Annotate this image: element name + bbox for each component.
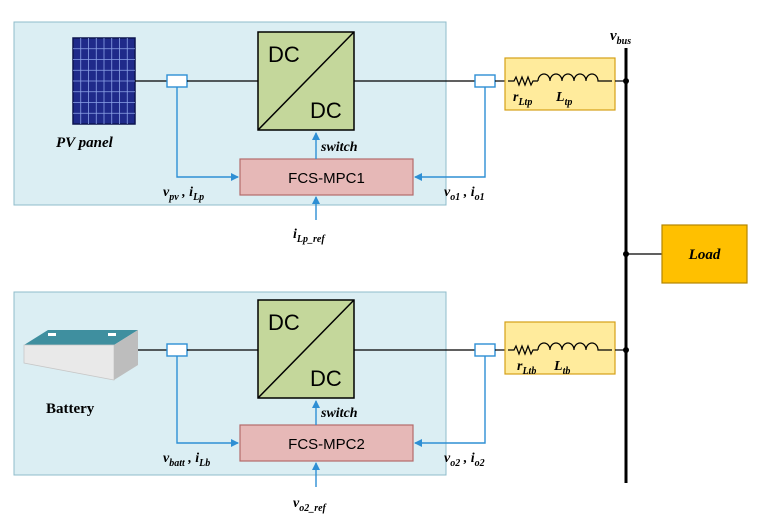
pv-dcdc-converter: DC DC xyxy=(257,31,355,131)
pv-switch-label: switch xyxy=(320,140,358,155)
battery-switch-label: switch xyxy=(320,406,358,421)
pv-input-feedback-line xyxy=(176,87,239,181)
pv-out-v-base: v xyxy=(444,185,451,200)
battery-mpc-label: FCS-MPC2 xyxy=(288,436,365,453)
load-label: Load xyxy=(688,247,721,263)
pv-mpc-label: FCS-MPC1 xyxy=(288,170,365,187)
battery-out-v-base: v xyxy=(444,451,451,466)
pv-input-sensor xyxy=(166,74,188,88)
pv-filter-inductor-icon xyxy=(537,73,612,82)
bus-label-base: v xyxy=(610,28,617,44)
load-bus-node xyxy=(623,251,629,257)
pv-in-i-sub: Lp xyxy=(192,192,204,203)
svg-text:vo2_ref: vo2_ref xyxy=(293,496,328,514)
pv-out-i-base: i xyxy=(471,185,475,200)
battery-out-v-sub: o2 xyxy=(450,458,460,469)
battery-icon xyxy=(23,330,138,381)
svg-text:vo2 , io2: vo2 , io2 xyxy=(444,451,485,469)
pv-filter-r-sub: Ltp xyxy=(517,97,532,108)
pv-filter-l-sub: tp xyxy=(565,97,573,108)
battery-output-filter: rLtb Ltb xyxy=(504,321,616,377)
battery-filter-l-sub: tb xyxy=(563,366,571,377)
battery-input-sensor xyxy=(166,343,188,357)
pv-mpc-controller xyxy=(239,158,414,196)
svg-text:rLtp: rLtp xyxy=(513,90,532,108)
battery-filter-inductor-icon xyxy=(537,342,612,351)
battery-dcdc-converter: DC DC xyxy=(257,299,355,399)
battery-in-v-base: v xyxy=(163,451,170,466)
pv-out-v-sub: o1 xyxy=(450,192,460,203)
svg-text:Ltp: Ltp xyxy=(555,90,572,108)
battery-ref-sub: o2_ref xyxy=(299,503,327,514)
pv-filter-r-base: r xyxy=(513,90,519,105)
pv-converter-bottom-label: DC xyxy=(310,98,342,123)
pv-converter-top-label: DC xyxy=(268,42,300,67)
svg-text:vpv , iLp: vpv , iLp xyxy=(163,185,204,203)
battery-input-feedback-line xyxy=(176,356,239,447)
bus-label-sub: bus xyxy=(617,36,632,47)
battery-filter-r-sub: Ltb xyxy=(521,366,536,377)
battery-converter-top-label: DC xyxy=(268,310,300,335)
battery-out-i-base: i xyxy=(471,451,475,466)
battery-in-i-sub: Lb xyxy=(198,458,210,469)
pv-output-filter: rLtp Ltp xyxy=(504,57,616,111)
pv-out-i-sub: o1 xyxy=(475,192,485,203)
battery-mpc-controller xyxy=(239,424,414,462)
load-box xyxy=(661,224,748,284)
battery-output-feedback-line xyxy=(414,356,486,447)
battery-out-i-sub: o2 xyxy=(475,458,485,469)
svg-text:vo1 , io1: vo1 , io1 xyxy=(444,185,485,203)
battery-in-v-sub: batt xyxy=(169,458,186,469)
pv-filter-resistor-icon xyxy=(508,75,538,87)
pv-ref-sub: Lp_ref xyxy=(296,234,326,245)
battery-filter-l-base: L xyxy=(553,359,563,374)
pv-panel-label: PV panel xyxy=(56,135,114,151)
svg-text:Ltb: Ltb xyxy=(553,359,570,377)
svg-text:vbatt , iLb: vbatt , iLb xyxy=(163,451,210,469)
battery-ref-base: v xyxy=(293,496,300,511)
pv-output-sensor xyxy=(474,74,496,88)
battery-label: Battery xyxy=(46,401,95,417)
pv-filter-l-base: L xyxy=(555,90,565,105)
battery-converter-bottom-label: DC xyxy=(310,366,342,391)
pv-in-v-sub: pv xyxy=(168,192,179,203)
battery-filter-r-base: r xyxy=(517,359,523,374)
pv-in-v-base: v xyxy=(163,185,170,200)
battery-output-sensor xyxy=(474,343,496,357)
pv-ref-base: i xyxy=(293,227,297,242)
battery-in-i-base: i xyxy=(195,451,199,466)
battery-filter-resistor-icon xyxy=(508,344,538,356)
svg-text:iLp_ref: iLp_ref xyxy=(293,227,326,245)
pv-panel-icon xyxy=(72,37,136,125)
pv-output-feedback-line xyxy=(414,87,486,181)
pv-in-i-base: i xyxy=(189,185,193,200)
svg-text:vbus: vbus xyxy=(610,28,631,47)
svg-text:rLtb: rLtb xyxy=(517,359,536,377)
